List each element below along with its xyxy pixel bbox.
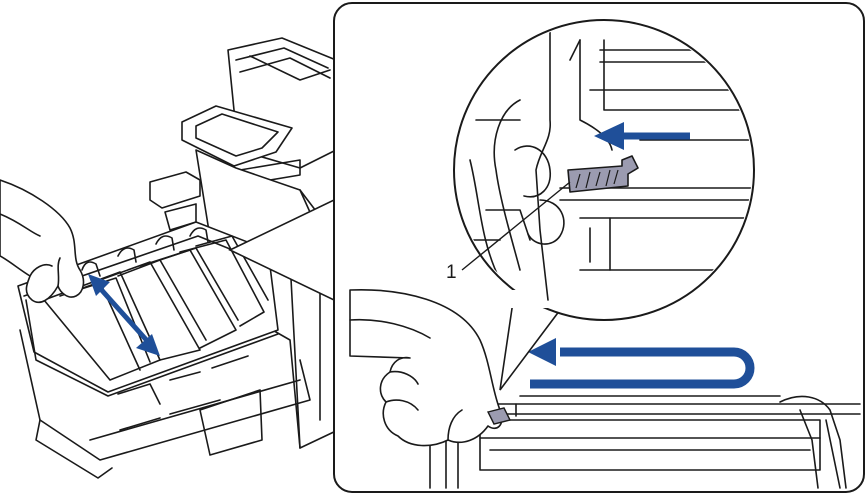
left-hand <box>0 179 85 304</box>
corona-wire-slider-tab-magnified[interactable] <box>567 155 639 193</box>
arrow-left-icon <box>594 122 690 150</box>
u-turn-arrow-icon <box>528 338 755 389</box>
right-hand <box>349 288 503 447</box>
drum-closeup <box>429 395 861 489</box>
callout-leader-line <box>461 181 571 271</box>
control-panel <box>181 105 293 167</box>
callout-label: 1 <box>446 262 457 283</box>
corona-wire-slider-tab[interactable] <box>486 407 512 425</box>
double-arrow-icon <box>88 274 160 356</box>
